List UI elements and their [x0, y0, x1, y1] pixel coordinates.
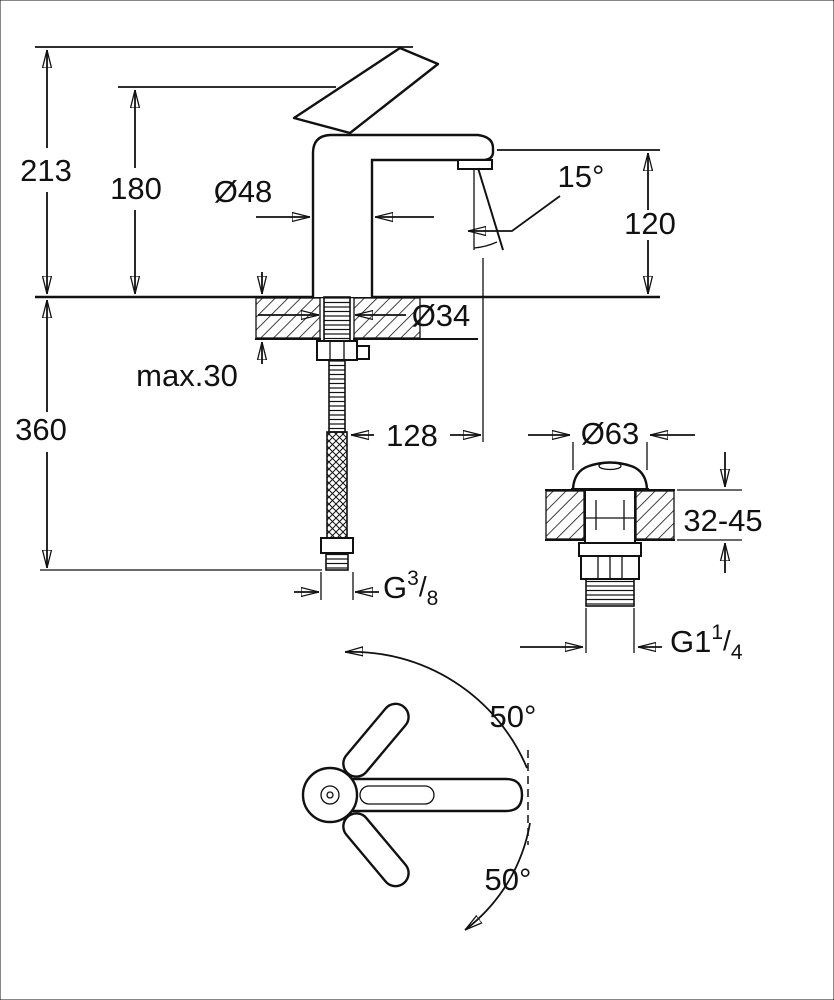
body-emblem-outer [320, 785, 340, 805]
drain-view: Ø63 32-45 [520, 416, 763, 664]
clamp-screw [356, 345, 370, 360]
drain-counter-hatch-left [545, 490, 585, 540]
drain-counter-hatch-right [635, 490, 675, 540]
dim-deck-range-32-45: 32-45 [677, 452, 763, 573]
dim-spout-angle-label: 15° [558, 159, 605, 194]
handle-blade-lower [342, 812, 410, 888]
dim-spout-reach-label: 128 [386, 418, 438, 453]
dim-flange-diameter-label: Ø63 [581, 416, 640, 451]
dim-base-diameter-label: Ø48 [214, 174, 273, 209]
mounting-nut [316, 340, 358, 361]
dim-supply-thread-label: G3/8 [383, 567, 438, 610]
faucet-body-top [301, 766, 359, 824]
spray-angle-line [477, 167, 504, 251]
dim-spout-angle-15: 15° [468, 159, 604, 231]
dim-max-deck-thickness: max.30 [136, 272, 262, 393]
handle-blade-upper [342, 702, 410, 778]
dim-swivel-upper-label: 50° [490, 699, 537, 734]
handle-main [350, 777, 524, 813]
dim-shank-diameter-label: Ø34 [412, 298, 471, 333]
angle-leader [468, 195, 561, 231]
faucet-body-outline [311, 133, 495, 297]
hose-fitting-hex [320, 537, 354, 554]
handle-neck-detail [359, 785, 435, 805]
dim-swivel-upper-50: 50° [345, 652, 537, 769]
dim-shank-diameter-34: Ø34 [258, 298, 470, 333]
dim-swivel-lower-50: 50° [464, 822, 532, 931]
faucet-outline [292, 46, 504, 297]
drain-cap-knob [598, 461, 622, 471]
drain-outline [545, 461, 675, 607]
dim-total-height-213: 213 [20, 50, 72, 294]
dim-max-deck-label: max.30 [136, 358, 238, 393]
lever-handle-outline [292, 46, 440, 135]
counter-hatch-left [255, 297, 321, 339]
drain-washer [578, 542, 642, 557]
handle-position-lower [342, 812, 410, 888]
dim-total-height-label: 213 [20, 153, 72, 188]
threaded-rod [328, 359, 346, 433]
counter-hatch-right [353, 297, 421, 339]
dim-spout-reach-128: 128 [351, 258, 484, 453]
dim-body-height-180: 180 [110, 90, 162, 294]
shank-and-hose [316, 296, 370, 571]
side-view: 213 180 Ø48 15° 120 Ø34 [15, 46, 676, 610]
threaded-shank [323, 296, 351, 342]
dim-waste-thread-label: G11/4 [670, 621, 743, 664]
dim-deck-range-label: 32-45 [683, 503, 762, 538]
dim-hose-length-360: 360 [15, 300, 322, 571]
dim-body-height-label: 180 [110, 171, 162, 206]
braided-hose [326, 431, 348, 539]
dim-spout-height-label: 120 [624, 206, 676, 241]
dim-spout-height-120: 120 [624, 153, 676, 294]
dim-swivel-lower-label: 50° [485, 862, 532, 897]
top-view: 50° 50° [301, 652, 537, 931]
dim-hose-length-label: 360 [15, 412, 67, 447]
dim-waste-thread-g114: G11/4 [520, 608, 743, 664]
aerator [457, 159, 493, 170]
hose-fitting-thread [325, 552, 349, 571]
spray-angle-arc [473, 241, 498, 249]
dim-supply-thread-g38: G3/8 [294, 567, 438, 610]
swivel-arc-lower [464, 822, 531, 931]
dim-base-diameter-48: Ø48 [214, 174, 434, 217]
handle-position-upper [342, 702, 410, 778]
swivel-arc-upper [345, 652, 528, 769]
body-emblem-inner [326, 791, 334, 799]
drain-tailpiece [585, 578, 635, 607]
drain-cap-dome [571, 461, 649, 490]
dim-flange-diameter-63: Ø63 [528, 416, 695, 470]
